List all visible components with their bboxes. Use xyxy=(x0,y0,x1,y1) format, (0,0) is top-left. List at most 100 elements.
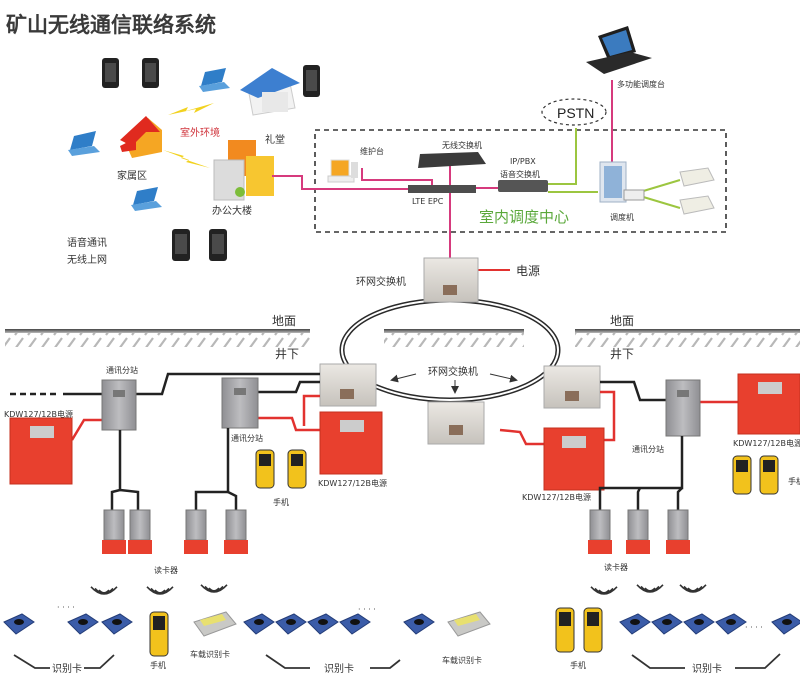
id-card-label-left: 识别卡 xyxy=(52,662,82,675)
ring-switch-top xyxy=(423,257,479,303)
underground-left: 通讯分站 通讯分站 KDW127/12B电源 KDW127/12B电源 读卡器 … xyxy=(4,365,387,575)
id-card-icon xyxy=(619,613,651,635)
station-label-1: 通讯分站 xyxy=(106,365,138,375)
card-reader-6 xyxy=(626,509,650,554)
card-reader-3 xyxy=(184,509,208,554)
family-house-icon xyxy=(120,116,162,158)
voice-switch-icon xyxy=(498,180,548,192)
office-building-icon xyxy=(213,140,274,201)
smartphone-icon xyxy=(209,229,227,261)
vehicle-card-icon xyxy=(447,611,491,637)
power-supply-label-3: KDW127/12B电源 xyxy=(522,492,591,502)
power-supply-label-4: KDW127/12B电源 xyxy=(733,438,800,448)
id-card-icon xyxy=(275,613,307,635)
desk-phone-icon xyxy=(679,167,715,187)
handset-label-mid: 手机 xyxy=(273,497,289,507)
vehicle-card-icon xyxy=(193,611,237,637)
house-icon xyxy=(240,68,300,116)
wireless-bolt-icon xyxy=(168,103,214,115)
card-reader-7 xyxy=(666,509,690,554)
id-card-icon xyxy=(771,613,800,635)
ellipsis-right: · · · · xyxy=(745,623,763,632)
mining-handset-icon xyxy=(149,611,169,657)
mining-handset-icon xyxy=(287,449,307,489)
lte-epc-icon xyxy=(408,185,476,193)
power-label: 电源 xyxy=(516,264,540,278)
page-title: 矿山无线通信联络系统 xyxy=(6,13,216,37)
pstn-label: PSTN xyxy=(557,105,594,121)
service-internet-label: 无线上网 xyxy=(67,253,107,266)
ground-label-right: 地面 xyxy=(610,314,634,328)
id-card-icon xyxy=(683,613,715,635)
mining-handset-icon xyxy=(555,607,575,653)
card-reader-2 xyxy=(128,509,152,554)
id-card-icon xyxy=(339,613,371,635)
hall-label: 礼堂 xyxy=(265,133,285,146)
comm-station-2 xyxy=(221,377,259,429)
dispatcher-cabinet-icon xyxy=(599,161,645,203)
id-card-icon xyxy=(307,613,339,635)
handset-label-right: 手机 xyxy=(788,476,800,486)
service-voice-label: 语音通讯 xyxy=(67,236,107,249)
dispatch-center-label: 室内调度中心 xyxy=(479,208,569,226)
voice-switch-label: 语音交换机 xyxy=(500,169,540,179)
station-label-3: 通讯分站 xyxy=(632,444,664,454)
id-card-icon xyxy=(3,613,35,635)
ring-switch-label-top: 环网交换机 xyxy=(356,275,406,288)
wireless-wave-icon xyxy=(90,586,118,595)
smartphone-icon xyxy=(102,58,119,88)
bottom-row: · · · · · · · · · · · · 手机 手机 车载识别卡 车载识别… xyxy=(3,584,800,675)
handset-label-left: 手机 xyxy=(150,660,166,670)
smartphone-icon xyxy=(303,65,320,97)
power-supply-label-1: KDW127/12B电源 xyxy=(4,409,73,419)
laptop-icon xyxy=(199,68,230,92)
smartphone-icon xyxy=(142,58,159,88)
id-card-icon xyxy=(243,613,275,635)
vehicle-card-label-right: 车载识别卡 xyxy=(442,655,482,665)
dispatch-center-boundary xyxy=(314,129,727,233)
comm-station-1 xyxy=(101,379,137,431)
wireless-bolt-icon xyxy=(163,150,210,168)
dispatch-center: 维护台 无线交换机 LTE EPC IP/PBX 语音交换机 PSTN 多功能调… xyxy=(272,26,727,268)
multi-console-label: 多功能调度台 xyxy=(617,79,665,89)
mining-handset-icon xyxy=(255,449,275,489)
family-area-label: 家属区 xyxy=(117,169,147,182)
dispatch-console-icon xyxy=(586,26,652,74)
wireless-wave-icon xyxy=(636,584,664,593)
wireless-wave-icon xyxy=(590,586,618,595)
id-card-icon xyxy=(403,613,435,635)
ring-switch-left xyxy=(319,363,377,407)
card-reader-1 xyxy=(102,509,126,554)
ground-label-left: 地面 xyxy=(272,314,296,328)
pstn-cloud xyxy=(541,98,607,126)
outdoor-env-label: 室外环境 xyxy=(180,126,220,139)
outdoor-group: 室外环境 礼堂 家属区 办公大楼 语音通讯 无线上网 xyxy=(67,58,320,266)
ground-level xyxy=(5,329,800,347)
ellipsis-mid: · · · · xyxy=(358,605,376,614)
maintenance-console-icon xyxy=(327,159,358,183)
wireless-switch-label: 无线交换机 xyxy=(442,140,482,150)
lte-epc-label: LTE EPC xyxy=(412,197,444,206)
card-reader-label-left: 读卡器 xyxy=(154,565,178,575)
laptop-icon xyxy=(131,187,162,211)
vehicle-card-label-left: 车载识别卡 xyxy=(190,649,230,659)
underground-label-right: 井下 xyxy=(610,347,634,361)
mining-handset-icon xyxy=(759,455,779,495)
wireless-wave-icon xyxy=(679,584,707,593)
wireless-switch-icon xyxy=(418,152,486,168)
underground-label-left: 井下 xyxy=(275,347,299,361)
id-card-icon xyxy=(715,613,747,635)
mining-handset-icon xyxy=(583,607,603,653)
id-card-icon xyxy=(101,613,133,635)
desk-phone-icon xyxy=(679,195,715,215)
dispatcher-label: 调度机 xyxy=(610,212,634,222)
ring-switch-right xyxy=(543,365,601,409)
card-reader-label-right: 读卡器 xyxy=(604,562,628,572)
comm-station-3 xyxy=(665,379,701,437)
id-card-label-right: 识别卡 xyxy=(692,662,722,675)
laptop-icon xyxy=(68,131,100,156)
id-card-icon xyxy=(67,613,99,635)
ring-switch-label-bottom: 环网交换机 xyxy=(428,365,478,378)
id-card-label-mid: 识别卡 xyxy=(324,662,354,675)
